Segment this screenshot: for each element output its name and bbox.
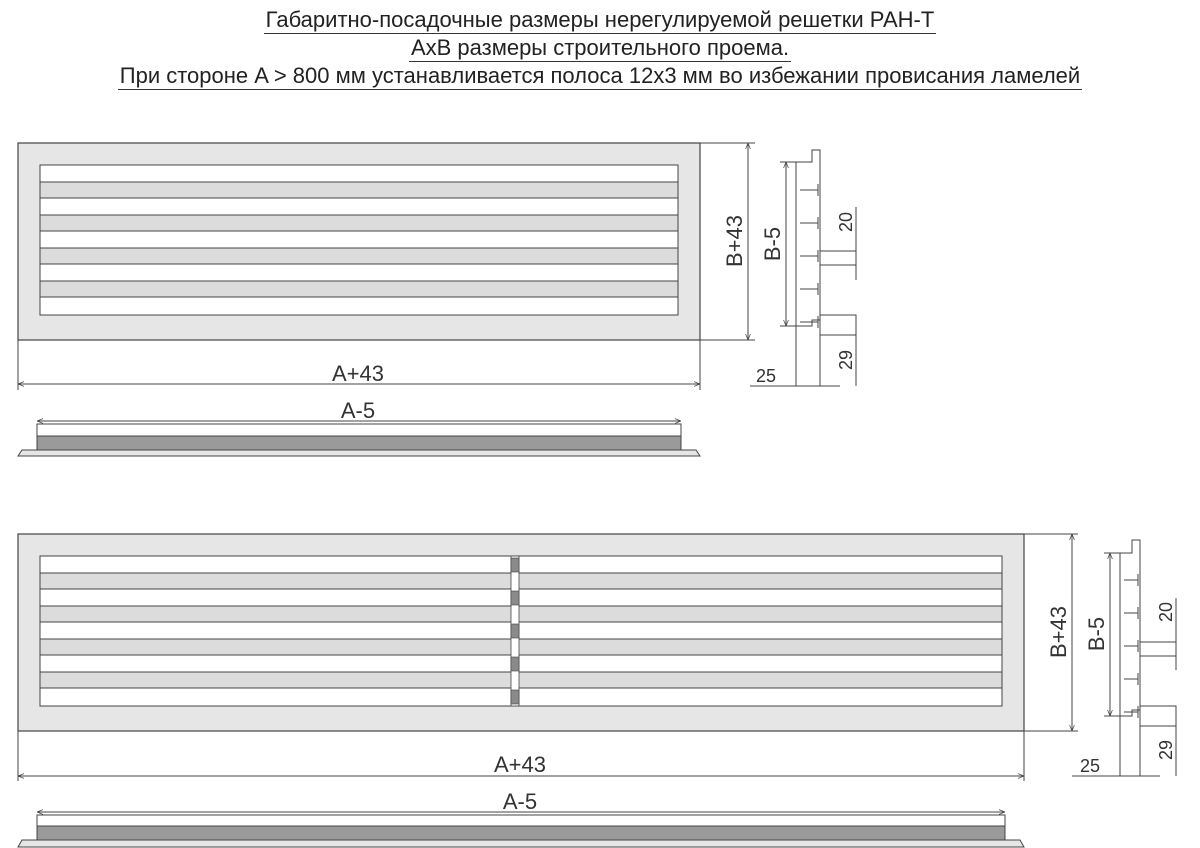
small-frame-label: 29 — [836, 350, 856, 370]
small-depth-label: 25 — [756, 366, 776, 386]
small-height-label: B+43 — [722, 215, 747, 267]
large-dim-height: B+43 — [1024, 533, 1078, 732]
title-line-2: AxB размеры строительного проема. — [408, 35, 792, 62]
large-frame-label: 29 — [1156, 740, 1176, 760]
strip-block — [510, 656, 520, 672]
strip-block — [510, 689, 520, 705]
title-line-1: Габаритно-посадочные размеры нерегулируе… — [263, 7, 937, 34]
large-slat — [39, 638, 1003, 656]
small-dim-width: A+43 — [17, 340, 701, 390]
strip-block — [510, 590, 520, 606]
large-profile-view: B-5 20 29 25 — [1072, 539, 1177, 777]
small-slat — [39, 280, 679, 298]
small-profile-height-label: B-5 — [760, 227, 785, 261]
large-slat — [39, 671, 1003, 689]
small-width-label: A+43 — [332, 361, 384, 386]
small-slats — [39, 181, 679, 298]
large-dim-width: A+43 — [17, 731, 1025, 781]
large-depth-label: 25 — [1080, 756, 1100, 776]
small-slat — [39, 214, 679, 232]
large-slats — [39, 572, 1003, 689]
small-bottom-view: A-5 — [17, 398, 701, 457]
large-slat — [39, 605, 1003, 623]
large-bottom-label: A-5 — [503, 789, 537, 814]
small-slat — [39, 181, 679, 199]
large-profile-height-label: B-5 — [1084, 617, 1109, 651]
small-lamella-label: 20 — [836, 212, 856, 232]
small-profile-view: B-5 20 29 25 — [750, 149, 857, 387]
large-height-label: B+43 — [1046, 606, 1071, 658]
title-line-3: При стороне A > 800 мм устанавливается п… — [117, 63, 1083, 90]
small-bottom-label: A-5 — [341, 398, 375, 423]
large-slat — [39, 572, 1003, 590]
large-grille-front-view — [17, 533, 1025, 732]
large-width-label: A+43 — [494, 752, 546, 777]
support-strip-blocks — [510, 557, 520, 705]
strip-block — [510, 557, 520, 573]
small-slat — [39, 247, 679, 265]
large-lamella-label: 20 — [1156, 602, 1176, 622]
large-bottom-view: A-5 — [17, 789, 1025, 848]
drawing-title: Габаритно-посадочные размеры нерегулируе… — [0, 6, 1200, 90]
small-grille-front-view — [17, 142, 701, 341]
strip-block — [510, 623, 520, 639]
small-dim-height: B+43 — [700, 142, 755, 341]
